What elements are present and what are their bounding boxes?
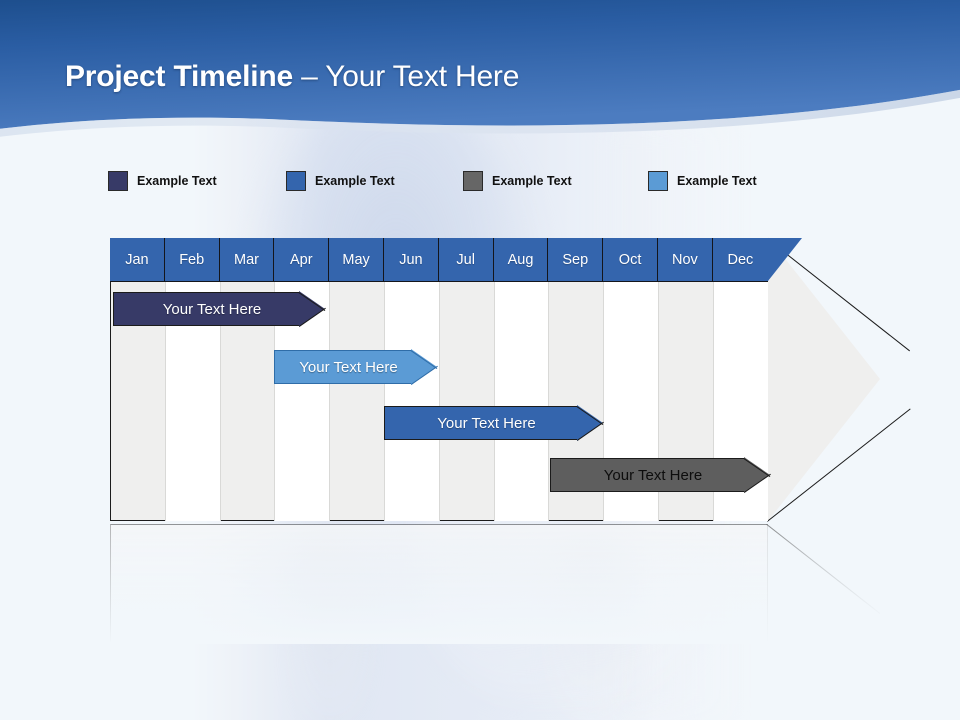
task-bar-1[interactable]: Your Text Here <box>113 291 326 327</box>
column-divider <box>658 281 659 521</box>
page-title-strong: Project Timeline <box>65 60 293 93</box>
month-header-arrow-corner <box>768 238 802 281</box>
task-bar-arrowhead <box>411 349 437 385</box>
month-header-row: Jan Feb Mar Apr May Jun Jul Aug Sep Oct … <box>110 238 768 281</box>
reflection-arrow-edge <box>766 524 880 618</box>
month-cell-oct[interactable]: Oct <box>603 238 658 281</box>
background-blur-leg-right <box>556 520 626 720</box>
task-bar-label: Your Text Here <box>437 414 536 432</box>
column-divider <box>274 281 276 521</box>
legend-swatch-icon <box>463 171 483 191</box>
task-bar-3[interactable]: Your Text Here <box>384 405 604 441</box>
month-cell-jul[interactable]: Jul <box>438 238 494 281</box>
month-cell-apr[interactable]: Apr <box>274 238 330 281</box>
legend-swatch-icon <box>286 171 306 191</box>
column-divider <box>438 281 440 521</box>
background-blur-leg-left <box>300 520 360 720</box>
column-divider <box>384 281 385 521</box>
task-bar-body <box>384 406 577 440</box>
column-divider <box>219 281 221 521</box>
legend-item-3[interactable]: Example Text <box>463 170 572 192</box>
task-bar-arrowhead <box>744 457 770 493</box>
reflection-body <box>110 524 768 642</box>
page-title: Project Timeline – Your Text Here <box>65 60 519 94</box>
month-cell-sep[interactable]: Sep <box>548 238 604 281</box>
legend-swatch-icon <box>108 171 128 191</box>
timeline-reflection <box>110 524 880 644</box>
task-bar-label: Your Text Here <box>299 358 398 376</box>
task-bar-body <box>113 292 299 326</box>
month-cell-aug[interactable]: Aug <box>493 238 549 281</box>
legend-label: Example Text <box>315 174 395 188</box>
column-divider <box>548 281 550 521</box>
column-stripe <box>164 238 220 521</box>
task-bar-body <box>274 350 411 384</box>
column-divider <box>712 281 714 521</box>
legend-label: Example Text <box>677 174 757 188</box>
legend-label: Example Text <box>492 174 572 188</box>
task-bar-label: Your Text Here <box>603 466 703 484</box>
month-header-baseline <box>110 281 768 282</box>
page-title-light: – Your Text Here <box>293 60 520 93</box>
month-cell-jun[interactable]: Jun <box>384 238 439 281</box>
legend: Example Text Example Text Example Text E… <box>108 170 828 194</box>
month-cell-mar[interactable]: Mar <box>219 238 275 281</box>
legend-item-1[interactable]: Example Text <box>108 170 217 192</box>
legend-label: Example Text <box>137 174 217 188</box>
task-bar-label: Your Text Here <box>162 300 262 318</box>
timeline-chart: Jan Feb Mar Apr May Jun Jul Aug Sep Oct … <box>110 237 911 523</box>
month-cell-dec[interactable]: Dec <box>712 238 768 281</box>
month-cell-jan[interactable]: Jan <box>110 238 165 281</box>
task-bar-arrowhead <box>577 405 603 441</box>
column-divider <box>493 281 495 521</box>
column-divider <box>329 281 331 521</box>
month-cell-nov[interactable]: Nov <box>658 238 713 281</box>
column-divider <box>164 281 166 521</box>
task-bar-arrowhead <box>299 291 325 327</box>
legend-swatch-icon <box>648 171 668 191</box>
task-bar-body <box>550 458 744 492</box>
month-cell-feb[interactable]: Feb <box>164 238 220 281</box>
reflection-fade <box>110 524 880 644</box>
task-bar-4[interactable]: Your Text Here <box>550 457 771 493</box>
task-bar-2[interactable]: Your Text Here <box>274 349 438 385</box>
column-stripe <box>493 238 549 521</box>
legend-item-4[interactable]: Example Text <box>648 170 757 192</box>
column-divider <box>603 281 605 521</box>
month-cell-may[interactable]: May <box>329 238 384 281</box>
legend-item-2[interactable]: Example Text <box>286 170 395 192</box>
